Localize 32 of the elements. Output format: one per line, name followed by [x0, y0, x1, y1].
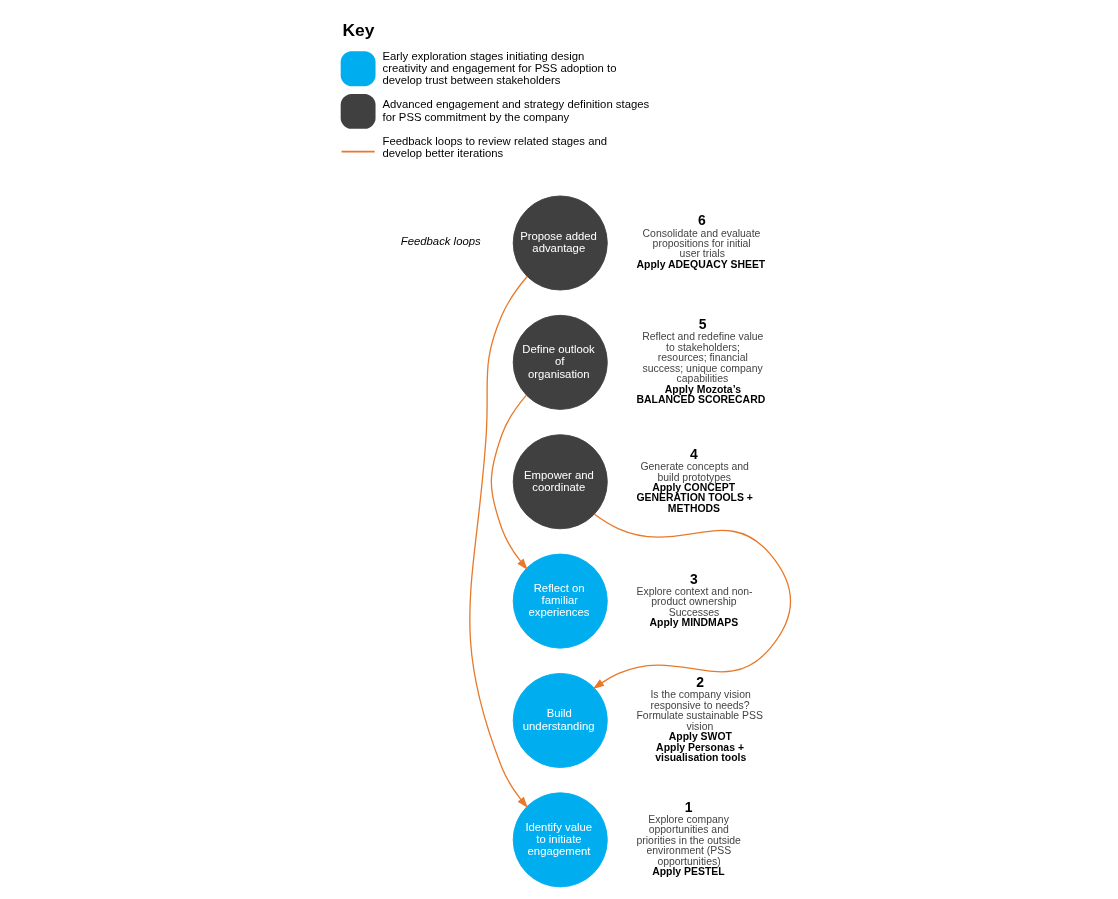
label: Feedback loops [400, 235, 481, 248]
node-label: Apply ADEQUACY SHEET [635, 258, 765, 270]
label: Key [341, 19, 374, 40]
legend-label: Early exploration stages initiating design creativity and engagement for PSS adoption to develop trust between stakeholders [382, 49, 616, 86]
node-circle: Propose added advantage [512, 195, 608, 291]
node-circle: Build understanding [512, 673, 608, 768]
node-circle: Define outlook of organisation [512, 314, 608, 410]
node-circle: Reflect on familiar experiences [512, 553, 608, 649]
arrow [468, 275, 528, 809]
node-label: Explore company opportunities and priorities in the outside environment (PSS opportunities) [635, 813, 741, 867]
node-label: 1 [684, 798, 693, 815]
node-label: Reflect and redefine value to stakeholders; resources; financial success; unique company capabilities [641, 331, 763, 385]
node-label: Consolidate and evaluate propositions for initial user trials [642, 227, 760, 260]
arrow [490, 394, 528, 570]
node-label: 6 [697, 212, 706, 229]
node-label: Apply PESTEL [651, 866, 725, 878]
node-label: 3 [689, 570, 698, 587]
node-label: Apply SWOT [668, 731, 732, 743]
node-label: Apply MINDMAPS [649, 617, 738, 629]
node-label: Apply Personas + visualisation tools [654, 741, 746, 764]
node-label: 4 [689, 445, 698, 462]
node-label: Generate concepts and build prototypes [639, 461, 749, 483]
node-label: 5 [698, 316, 707, 333]
node-label: 2 [695, 674, 704, 691]
node-circle: Empower and coordinate [512, 434, 608, 530]
node-label: Explore context and non-product ownership Successes [635, 585, 753, 618]
arrow [592, 513, 791, 690]
node-label: Is the company vision responsive to needs? Formulate sustainable PSS vision [635, 689, 763, 732]
node-label: Apply Mozota’s BALANCED SCORECARD [635, 383, 765, 405]
legend-label: Advanced engagement and strategy definition stages for PSS commitment by the company [382, 98, 649, 123]
legend-label: Feedback loops to review related stages and develop better iterations [382, 134, 607, 160]
node-circle: Identify value to initiate engagement [512, 792, 608, 888]
